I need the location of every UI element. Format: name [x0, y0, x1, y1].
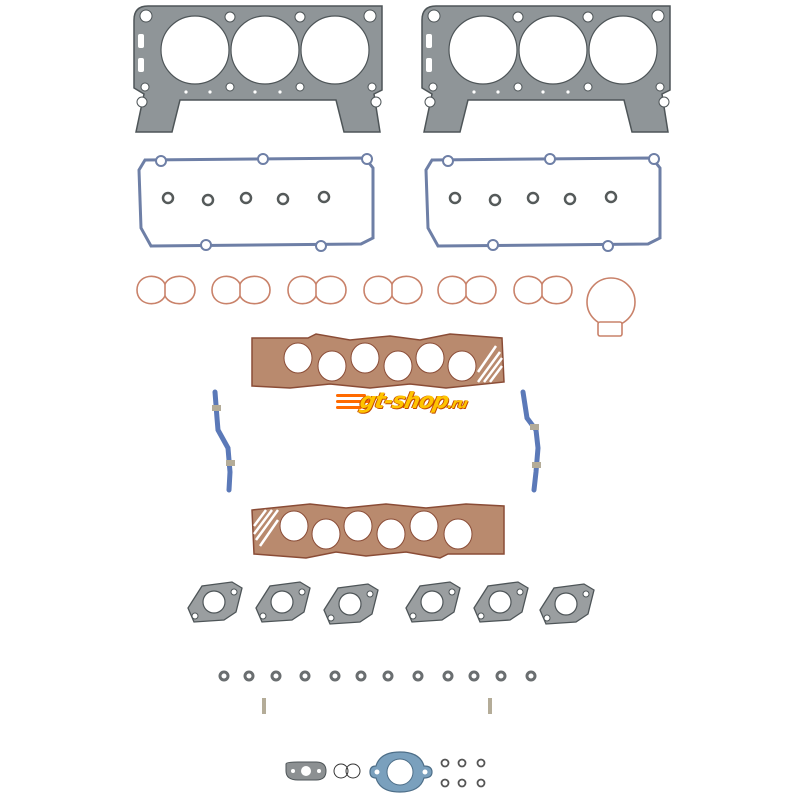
- watermark-text: gt-shop.ru: [357, 389, 470, 414]
- exhaust-gasket-2: [255, 581, 311, 623]
- exhaust-gasket-5: [473, 581, 529, 623]
- watermark-brand: gt-shop: [357, 388, 451, 414]
- plenum-gasket-3: [287, 275, 347, 305]
- valve-cover-gasket-right: [424, 152, 662, 253]
- plenum-gasket-5: [437, 275, 497, 305]
- dowel-pin-left: [262, 698, 266, 714]
- intake-manifold-gasket-upper: [250, 332, 506, 390]
- watermark-domain: .ru: [445, 395, 469, 412]
- valve-cover-gasket-left: [137, 152, 375, 253]
- cylinder-head-gasket-right: [421, 5, 671, 133]
- throttle-body-gasket: [586, 277, 636, 337]
- small-o-rings: [440, 758, 486, 788]
- dowel-pin-right: [488, 698, 492, 714]
- end-seal-strip-right: [520, 389, 541, 493]
- exhaust-gasket-4: [405, 581, 461, 623]
- exhaust-gasket-3: [323, 583, 379, 625]
- valve-stem-seals: [218, 670, 537, 682]
- egr-flange-gasket: [285, 761, 327, 781]
- end-seal-strip-left: [212, 389, 235, 493]
- exhaust-gasket-6: [539, 583, 595, 625]
- watermark-logo: gt-shop.ru: [336, 385, 486, 417]
- intake-manifold-gasket-lower: [250, 502, 506, 560]
- plenum-gasket-1: [136, 275, 196, 305]
- cylinder-head-gasket-left: [133, 5, 383, 133]
- thermostat-housing-gasket: [369, 751, 433, 793]
- plenum-gasket-4: [363, 275, 423, 305]
- plenum-gasket-2: [211, 275, 271, 305]
- plenum-gasket-6: [513, 275, 573, 305]
- o-ring-pair: [333, 763, 361, 779]
- speed-streaks-icon: [336, 391, 380, 411]
- exhaust-gasket-1: [187, 581, 243, 623]
